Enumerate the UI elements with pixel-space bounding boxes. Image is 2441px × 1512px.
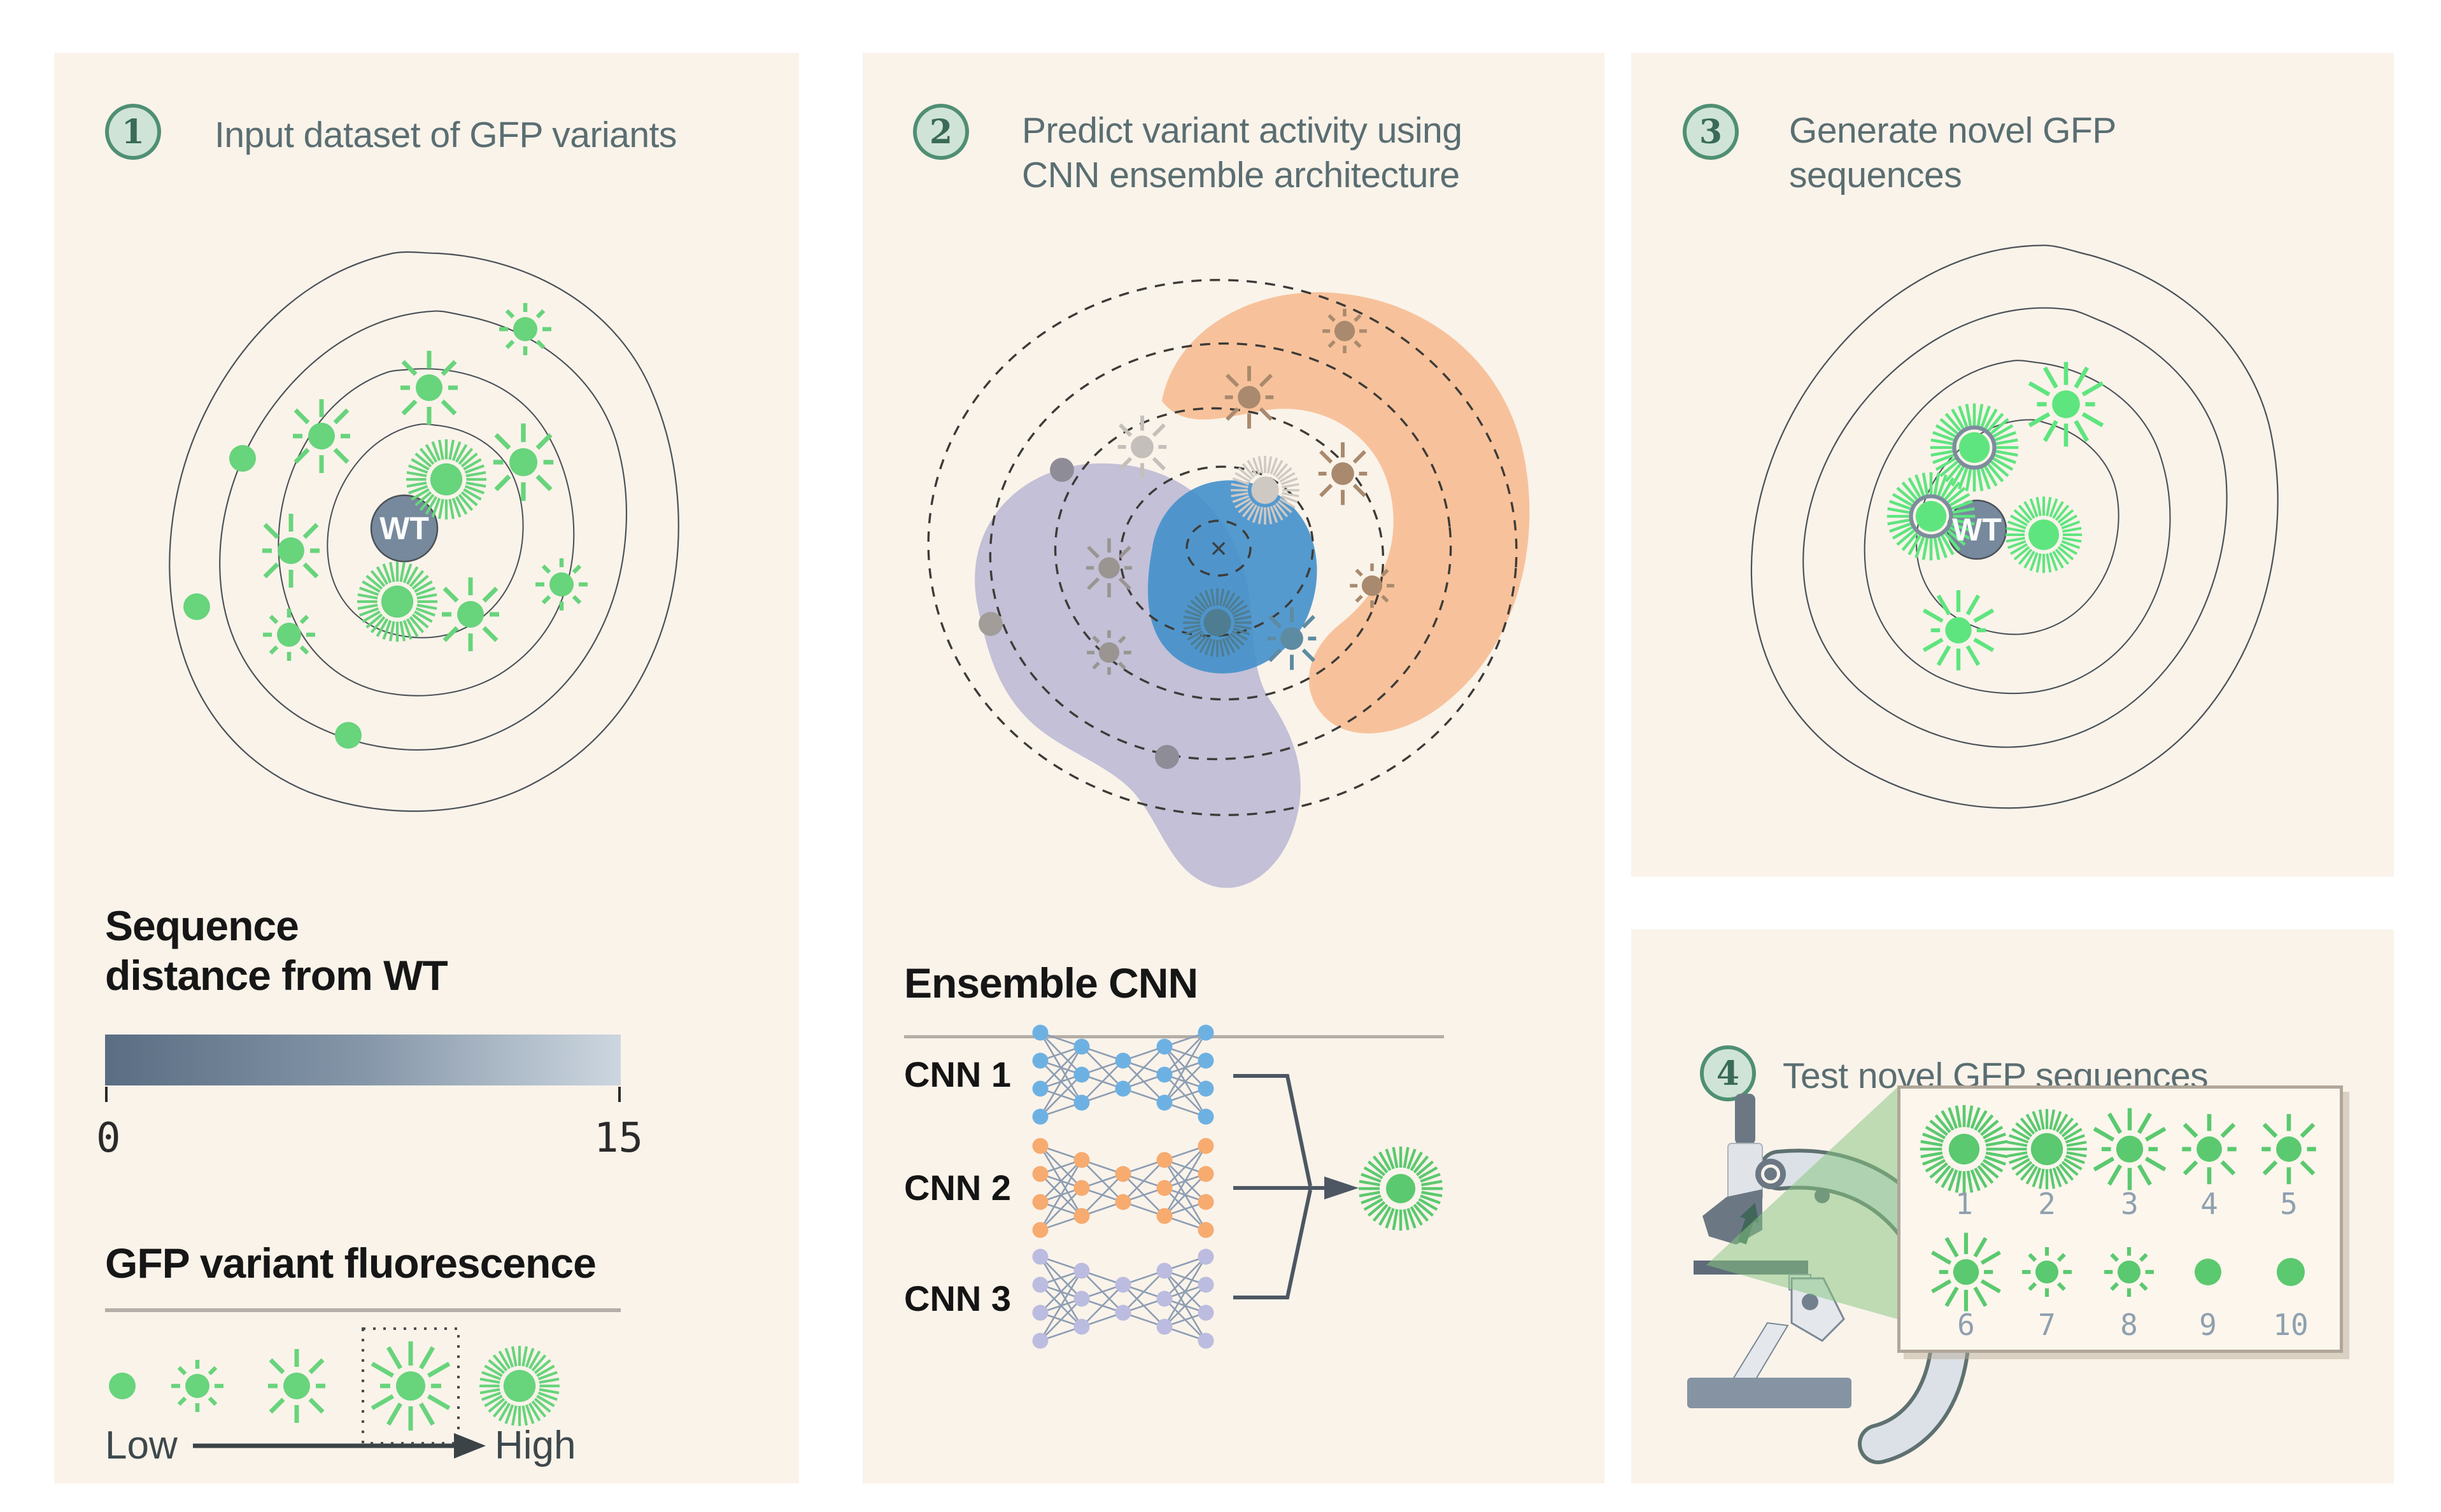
contour-plot-novel-icon: WT bbox=[1631, 191, 2394, 877]
svg-text:3: 3 bbox=[2121, 1187, 2139, 1221]
well-9-icon bbox=[2195, 1259, 2221, 1285]
svg-text:9: 9 bbox=[2199, 1308, 2217, 1342]
fluorescence-level4-icon bbox=[372, 1341, 449, 1431]
contour-map bbox=[1706, 197, 2327, 858]
cluster-blob-blue bbox=[1147, 480, 1317, 674]
distance-min-label: 0 bbox=[96, 1115, 121, 1162]
step-badge-2: 2 bbox=[913, 104, 969, 160]
wt-cross-mark: × bbox=[1210, 532, 1228, 565]
panel2-title: Predict variant activity using CNN ensem… bbox=[1022, 110, 1462, 195]
microscope-eyepiece bbox=[1735, 1094, 1755, 1145]
cnn1-label: CNN 1 bbox=[904, 1054, 1012, 1094]
distance-legend-title: Sequence distance from WT bbox=[105, 902, 448, 999]
panel-predict-activity: 2 Predict variant activity using CNN ens… bbox=[863, 53, 1604, 1483]
svg-text:5: 5 bbox=[2280, 1187, 2298, 1221]
cnn2-label: CNN 2 bbox=[904, 1168, 1012, 1208]
light-cone bbox=[1706, 1087, 1897, 1319]
svg-text:2: 2 bbox=[2038, 1187, 2056, 1221]
well-4-icon bbox=[2182, 1114, 2237, 1184]
arrowhead bbox=[1324, 1176, 1359, 1199]
fluorescence-rule bbox=[105, 1308, 621, 1312]
panel-generate-sequences: 3 Generate novel GFP sequences WT bbox=[1631, 53, 2394, 877]
fluorescence-level2-icon bbox=[171, 1360, 223, 1412]
well-10-icon bbox=[2276, 1257, 2305, 1287]
svg-text:6: 6 bbox=[1957, 1308, 1975, 1342]
fluorescence-level3-icon bbox=[268, 1349, 325, 1423]
low-label: Low bbox=[105, 1424, 178, 1467]
step-number: 3 bbox=[1699, 112, 1723, 152]
microscope-knob bbox=[1755, 1159, 1786, 1189]
fluorescence-result-screen: 1 2 3 4 5 6 7 8 9 10 bbox=[1897, 1085, 2343, 1353]
svg-text:4: 4 bbox=[2200, 1187, 2218, 1221]
density-dashed-rings bbox=[927, 279, 1518, 816]
low-high-arrow bbox=[193, 1433, 486, 1459]
microscope-base bbox=[1687, 1378, 1851, 1408]
prediction-landscape-icon: × bbox=[927, 279, 1530, 888]
cnn2-network-icon bbox=[1031, 1137, 1215, 1239]
microscope-leg bbox=[1732, 1322, 1789, 1380]
fluorescence-scale-icons bbox=[109, 1327, 627, 1445]
well-grid: 1 2 3 4 5 6 7 8 9 10 bbox=[1900, 1089, 2340, 1342]
svg-text:8: 8 bbox=[2120, 1308, 2138, 1342]
distance-max-label: 15 bbox=[594, 1115, 644, 1162]
panel3-title: Generate novel GFP sequences bbox=[1789, 110, 2116, 195]
well-7-icon bbox=[2022, 1247, 2072, 1297]
fluorescence-legend-title: GFP variant fluorescence bbox=[105, 1240, 597, 1287]
fluorescence-level5-icon bbox=[479, 1346, 560, 1426]
ensemble-rule bbox=[904, 1035, 1444, 1038]
cnn-ensemble-diagram bbox=[1031, 1024, 1604, 1350]
contour-plot-input-icon: WT bbox=[54, 191, 799, 891]
panel-test-sequences: 4 Test novel GFP sequences bbox=[1631, 929, 2394, 1483]
step-badge-1: 1 bbox=[105, 104, 161, 160]
fluorescence-level1-icon bbox=[109, 1373, 136, 1399]
svg-text:7: 7 bbox=[2038, 1308, 2056, 1342]
panel-input-dataset: 1 Input dataset of GFP variants bbox=[54, 53, 799, 1483]
cnn3-label: CNN 3 bbox=[904, 1278, 1012, 1318]
well-1-icon bbox=[1920, 1105, 2009, 1194]
high-label: High bbox=[495, 1424, 576, 1467]
gradient-tick-max bbox=[618, 1087, 621, 1102]
step-badge-4: 4 bbox=[1700, 1045, 1756, 1101]
svg-text:10: 10 bbox=[2273, 1308, 2308, 1342]
wt-label: WT bbox=[1952, 512, 2002, 548]
step-badge-3: 3 bbox=[1683, 104, 1739, 160]
well-6-icon bbox=[1932, 1233, 2000, 1311]
cnn3-network-icon bbox=[1031, 1248, 1215, 1350]
well-3-icon bbox=[2094, 1108, 2165, 1191]
step-number: 4 bbox=[1716, 1054, 1740, 1093]
panel1-title: Input dataset of GFP variants bbox=[215, 115, 677, 155]
distance-gradient-bar bbox=[105, 1035, 621, 1085]
wt-contour-core bbox=[370, 494, 439, 563]
step-number: 2 bbox=[929, 112, 953, 152]
cnn1-network-icon bbox=[1031, 1024, 1215, 1126]
step-number: 1 bbox=[121, 112, 145, 152]
ensemble-title: Ensemble CNN bbox=[904, 959, 1198, 1007]
well-numbers: 1 2 3 4 5 6 7 8 9 10 bbox=[1955, 1187, 2309, 1342]
gradient-tick-min bbox=[105, 1087, 108, 1102]
well-5-icon bbox=[2261, 1114, 2316, 1184]
well-8-icon bbox=[2104, 1247, 2154, 1297]
well-2-icon bbox=[2007, 1109, 2087, 1189]
ensemble-output-gfp-icon bbox=[1359, 1147, 1443, 1231]
svg-text:1: 1 bbox=[1955, 1187, 1973, 1221]
selected-level-dotted-box bbox=[362, 1327, 460, 1445]
wt-label: WT bbox=[379, 511, 429, 546]
ensemble-bracket bbox=[1233, 1074, 1359, 1299]
